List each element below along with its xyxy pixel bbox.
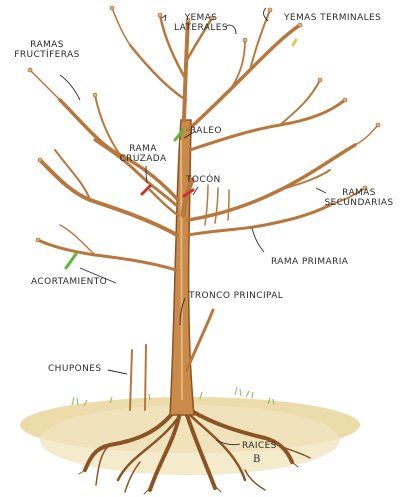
label-chupones: CHUPONES [48,364,102,374]
label-ramas-secundarias-line2: SECUNDARIAS [324,198,394,208]
grass [71,386,275,407]
label-rama-primaria: RAMA PRIMARIA [271,257,349,267]
label-rama-cruzada-line1: RAMA [129,144,157,154]
artist-signature: B [253,454,260,465]
label-ramas-fructiferas-line1: RAMAS [30,40,64,50]
label-raleo: RALEO [190,126,222,136]
label-ramas-fructiferas-line2: FRUCTÍFERAS [14,50,80,60]
label-rama-cruzada: RAMA CRUZADA [112,144,174,164]
leader-arrows [59,7,327,446]
label-raices: RAICES [242,441,277,451]
label-tronco-principal: TRONCO PRINCIPAL [189,291,284,301]
label-ramas-secundarias-line1: RAMAS [342,188,376,198]
cut-marks [64,38,298,270]
label-yemas-laterales-line1: YEMAS [184,13,218,23]
label-ramas-fructiferas: RAMAS FRUCTÍFERAS [12,40,82,60]
water-sprouts [129,344,147,411]
tocon-cut-mark [182,188,195,198]
raleo-cut-mark [173,128,185,142]
label-yemas-laterales: YEMAS LATERALES [170,13,232,33]
terminal-bud-mark [291,38,298,47]
trunk [169,119,195,416]
label-yemas-laterales-line2: LATERALES [174,23,228,33]
label-tocon: TOCÓN [186,175,221,185]
label-rama-cruzada-line2: CRUZADA [119,154,167,164]
buds [27,5,381,243]
acortamiento-cut-mark [64,252,78,270]
cruzada-cut-mark [140,184,152,196]
label-ramas-secundarias: RAMAS SECUNDARIAS [320,188,398,208]
label-acortamiento: ACORTAMIENTO [31,277,108,287]
label-yemas-terminales: YEMAS TERMINALES [284,13,382,23]
